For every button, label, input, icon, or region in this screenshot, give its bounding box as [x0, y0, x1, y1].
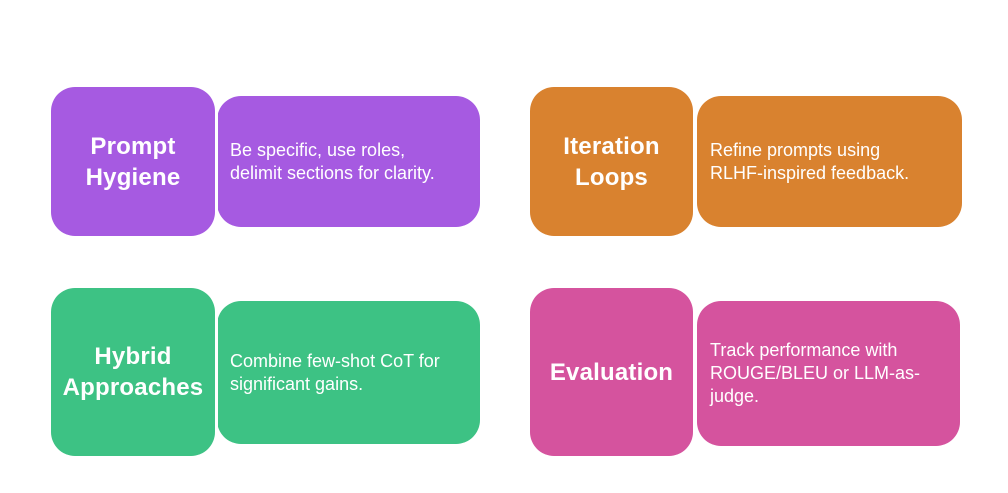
card-description-box: Refine prompts using RLHF-inspired feedb…: [697, 96, 962, 227]
card-description: Combine few-shot CoT for significant gai…: [230, 350, 440, 394]
card-title-box: Hybrid Approaches: [51, 288, 215, 456]
card-title: Iteration Loops: [563, 132, 660, 191]
card-title: Hybrid Approaches: [62, 343, 204, 401]
card-description: Be specific, use roles, delimit sections…: [230, 139, 435, 183]
card-title-box: Evaluation: [530, 288, 693, 456]
card-title-box: Prompt Hygiene: [51, 87, 215, 236]
card-description: Track performance with ROUGE/BLEU or LLM…: [710, 340, 921, 406]
card-title: Evaluation: [549, 358, 674, 386]
card-description-box: Track performance with ROUGE/BLEU or LLM…: [697, 301, 960, 446]
card-description-box: Combine few-shot CoT for significant gai…: [217, 301, 480, 444]
card-description-box: Be specific, use roles, delimit sections…: [217, 96, 480, 227]
card-description: Refine prompts using RLHF-inspired feedb…: [710, 139, 910, 183]
card-title: Prompt Hygiene: [85, 132, 181, 191]
card-title-box: Iteration Loops: [530, 87, 693, 236]
